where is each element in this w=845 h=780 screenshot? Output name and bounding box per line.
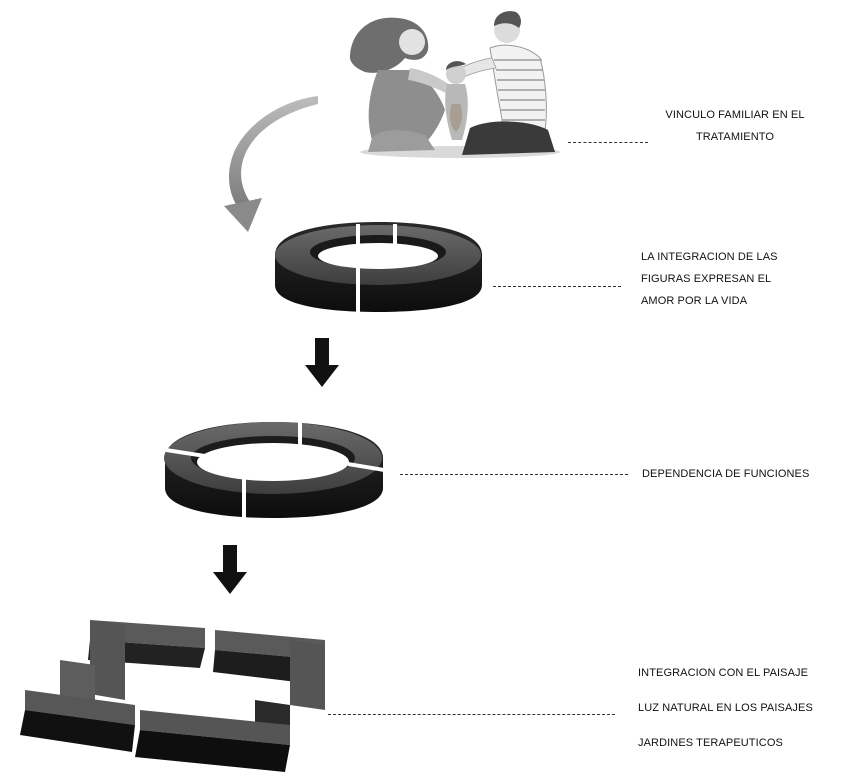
label-family-bond: VINCULO FAMILIAR EN EL TRATAMIENTO <box>640 104 830 148</box>
label-landscape-integration: INTEGRACION CON EL PAISAJE LUZ NATURAL E… <box>638 656 843 761</box>
square-frame-icon <box>20 620 325 772</box>
connector-line-3 <box>400 474 628 475</box>
label-line: INTEGRACION CON EL PAISAJE <box>638 667 809 679</box>
label-line: AMOR POR LA VIDA <box>641 295 748 307</box>
label-figures-integration: LA INTEGRACION DE LAS FIGURAS EXPRESAN E… <box>641 246 841 312</box>
label-line: LA INTEGRACION DE LAS <box>641 251 778 263</box>
connector-line-2 <box>493 286 621 287</box>
label-line: DEPENDENCIA DE FUNCIONES <box>642 468 810 480</box>
down-arrow-icon <box>213 545 247 594</box>
label-line: VINCULO FAMILIAR EN EL <box>665 109 805 121</box>
four-piece-ring-icon <box>164 420 384 520</box>
connector-line-4 <box>328 714 615 715</box>
label-line: FIGURAS EXPRESAN EL <box>641 273 772 285</box>
label-line: LUZ NATURAL EN LOS PAISAJES <box>638 702 813 714</box>
two-piece-ring-icon <box>275 222 482 314</box>
family-hug-illustration <box>349 11 560 158</box>
label-line: JARDINES TERAPEUTICOS <box>638 737 783 749</box>
label-line: TRATAMIENTO <box>695 131 775 143</box>
connector-line-1 <box>568 142 648 143</box>
curved-arrow-icon <box>224 96 318 232</box>
label-function-dependence: DEPENDENCIA DE FUNCIONES <box>642 463 842 485</box>
down-arrow-icon <box>305 338 339 387</box>
